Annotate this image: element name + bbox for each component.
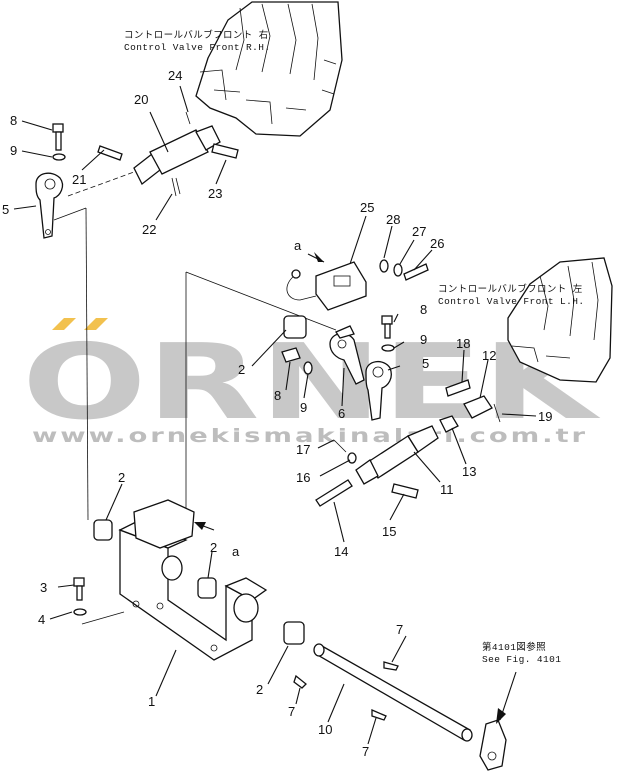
callout-10: 10 (318, 722, 332, 737)
callout-13: 13 (462, 464, 476, 479)
callout-8-right: 8 (420, 302, 427, 317)
callout-15: 15 (382, 524, 396, 539)
callout-9-mid: 9 (300, 400, 307, 415)
watermark-brand: ORNEK (22, 321, 601, 443)
bolt-18 (445, 379, 471, 397)
callout-2-d: 2 (238, 362, 245, 377)
callout-4: 4 (38, 612, 45, 627)
note-cv-front-rh-jp: コントロールバルブフロント 右 (124, 29, 269, 41)
callout-8-mid: 8 (274, 388, 281, 403)
note-see-fig-jp: 第4101図参照 (482, 641, 546, 653)
watermark-accent-left (52, 318, 76, 330)
callout-8-upper: 8 (10, 113, 17, 128)
watermark-accent-right (84, 318, 108, 330)
watermark: ORNEK www.ornekismakinalari.com.tr (22, 318, 601, 447)
callout-7-a: 7 (396, 622, 403, 637)
bolt-14 (315, 479, 353, 507)
lower-linkage (281, 259, 501, 507)
control-valve-rh (195, 1, 343, 137)
bolt-3 (73, 577, 85, 587)
upper-linkage (35, 111, 239, 239)
bolt-8-mid (281, 347, 301, 363)
callout-7-c: 7 (362, 744, 369, 759)
pin-24 (185, 111, 191, 125)
view-arrows (194, 252, 325, 531)
washer-9-right (381, 344, 395, 352)
bolt-8-right (381, 315, 393, 325)
bracket-1 (118, 499, 268, 661)
key-7-c (371, 709, 387, 721)
pin-17 (333, 439, 347, 453)
callout-9-right: 9 (420, 332, 427, 347)
shaft-10 (313, 643, 473, 742)
key-7-b (293, 674, 307, 689)
callout-16: 16 (296, 470, 310, 485)
callout-12: 12 (482, 348, 496, 363)
callout-6: 6 (338, 406, 345, 421)
washer-28 (379, 259, 389, 273)
bushing-2-d (283, 315, 307, 339)
bushing-2-c (283, 621, 305, 645)
note-cv-front-rh-en: Control Valve Front R.H. (124, 42, 270, 53)
bolt-8-upper (52, 123, 64, 133)
bushing-2-a (93, 519, 113, 541)
lever-5-right (365, 361, 392, 421)
callout-3: 3 (40, 580, 47, 595)
control-valve-lh (507, 257, 613, 383)
leader-lines (13, 85, 537, 745)
callout-11: 11 (440, 482, 454, 497)
washer-4 (73, 608, 87, 616)
assembly-lines (53, 207, 337, 625)
callout-23: 23 (208, 186, 222, 201)
lever-fig-4101 (479, 719, 507, 771)
callout-view-a-2: a (232, 544, 240, 559)
note-see-fig-en: See Fig. 4101 (482, 654, 561, 665)
callout-7-b: 7 (288, 704, 295, 719)
pin-21 (97, 145, 123, 161)
cotter-pin-22 (171, 177, 181, 197)
callout-1: 1 (148, 694, 155, 709)
callout-17: 17 (296, 442, 310, 457)
callout-27: 27 (412, 224, 426, 239)
callout-5-right: 5 (422, 356, 429, 371)
callout-19: 19 (538, 409, 552, 424)
washer-9-mid (303, 361, 313, 375)
callout-28: 28 (386, 212, 400, 227)
pin-19 (493, 403, 501, 423)
callout-2-c: 2 (256, 682, 263, 697)
key-7-a (383, 661, 399, 671)
callout-20: 20 (134, 92, 148, 107)
pin-23 (211, 143, 239, 159)
washer-9-upper (52, 153, 66, 161)
callout-18: 18 (456, 336, 470, 351)
note-cv-front-lh-jp: コントロールバルブフロント 左 (438, 283, 583, 295)
cable-end-20 (133, 125, 221, 185)
callout-25: 25 (360, 200, 374, 215)
callout-9-upper: 9 (10, 143, 17, 158)
pin-15 (391, 483, 419, 499)
callout-21: 21 (72, 172, 86, 187)
callout-view-a-1: a (294, 238, 302, 253)
callouts: 8 9 5 21 20 24 22 23 25 28 27 26 a 8 9 5… (2, 68, 552, 759)
callout-2-b: 2 (210, 540, 217, 555)
nut-13 (439, 415, 459, 433)
callout-5-upper: 5 (2, 202, 9, 217)
callout-24: 24 (168, 68, 182, 83)
lever-5-upper (35, 172, 64, 239)
callout-14: 14 (334, 544, 348, 559)
callout-22: 22 (142, 222, 156, 237)
callout-26: 26 (430, 236, 444, 251)
bushing-2-b (197, 577, 217, 599)
callout-2-a: 2 (118, 470, 125, 485)
block-12 (463, 395, 493, 419)
bolt-26 (403, 263, 429, 281)
note-cv-front-lh-en: Control Valve Front L.H. (438, 296, 584, 307)
washer-16 (347, 452, 357, 464)
washer-27 (393, 263, 403, 277)
